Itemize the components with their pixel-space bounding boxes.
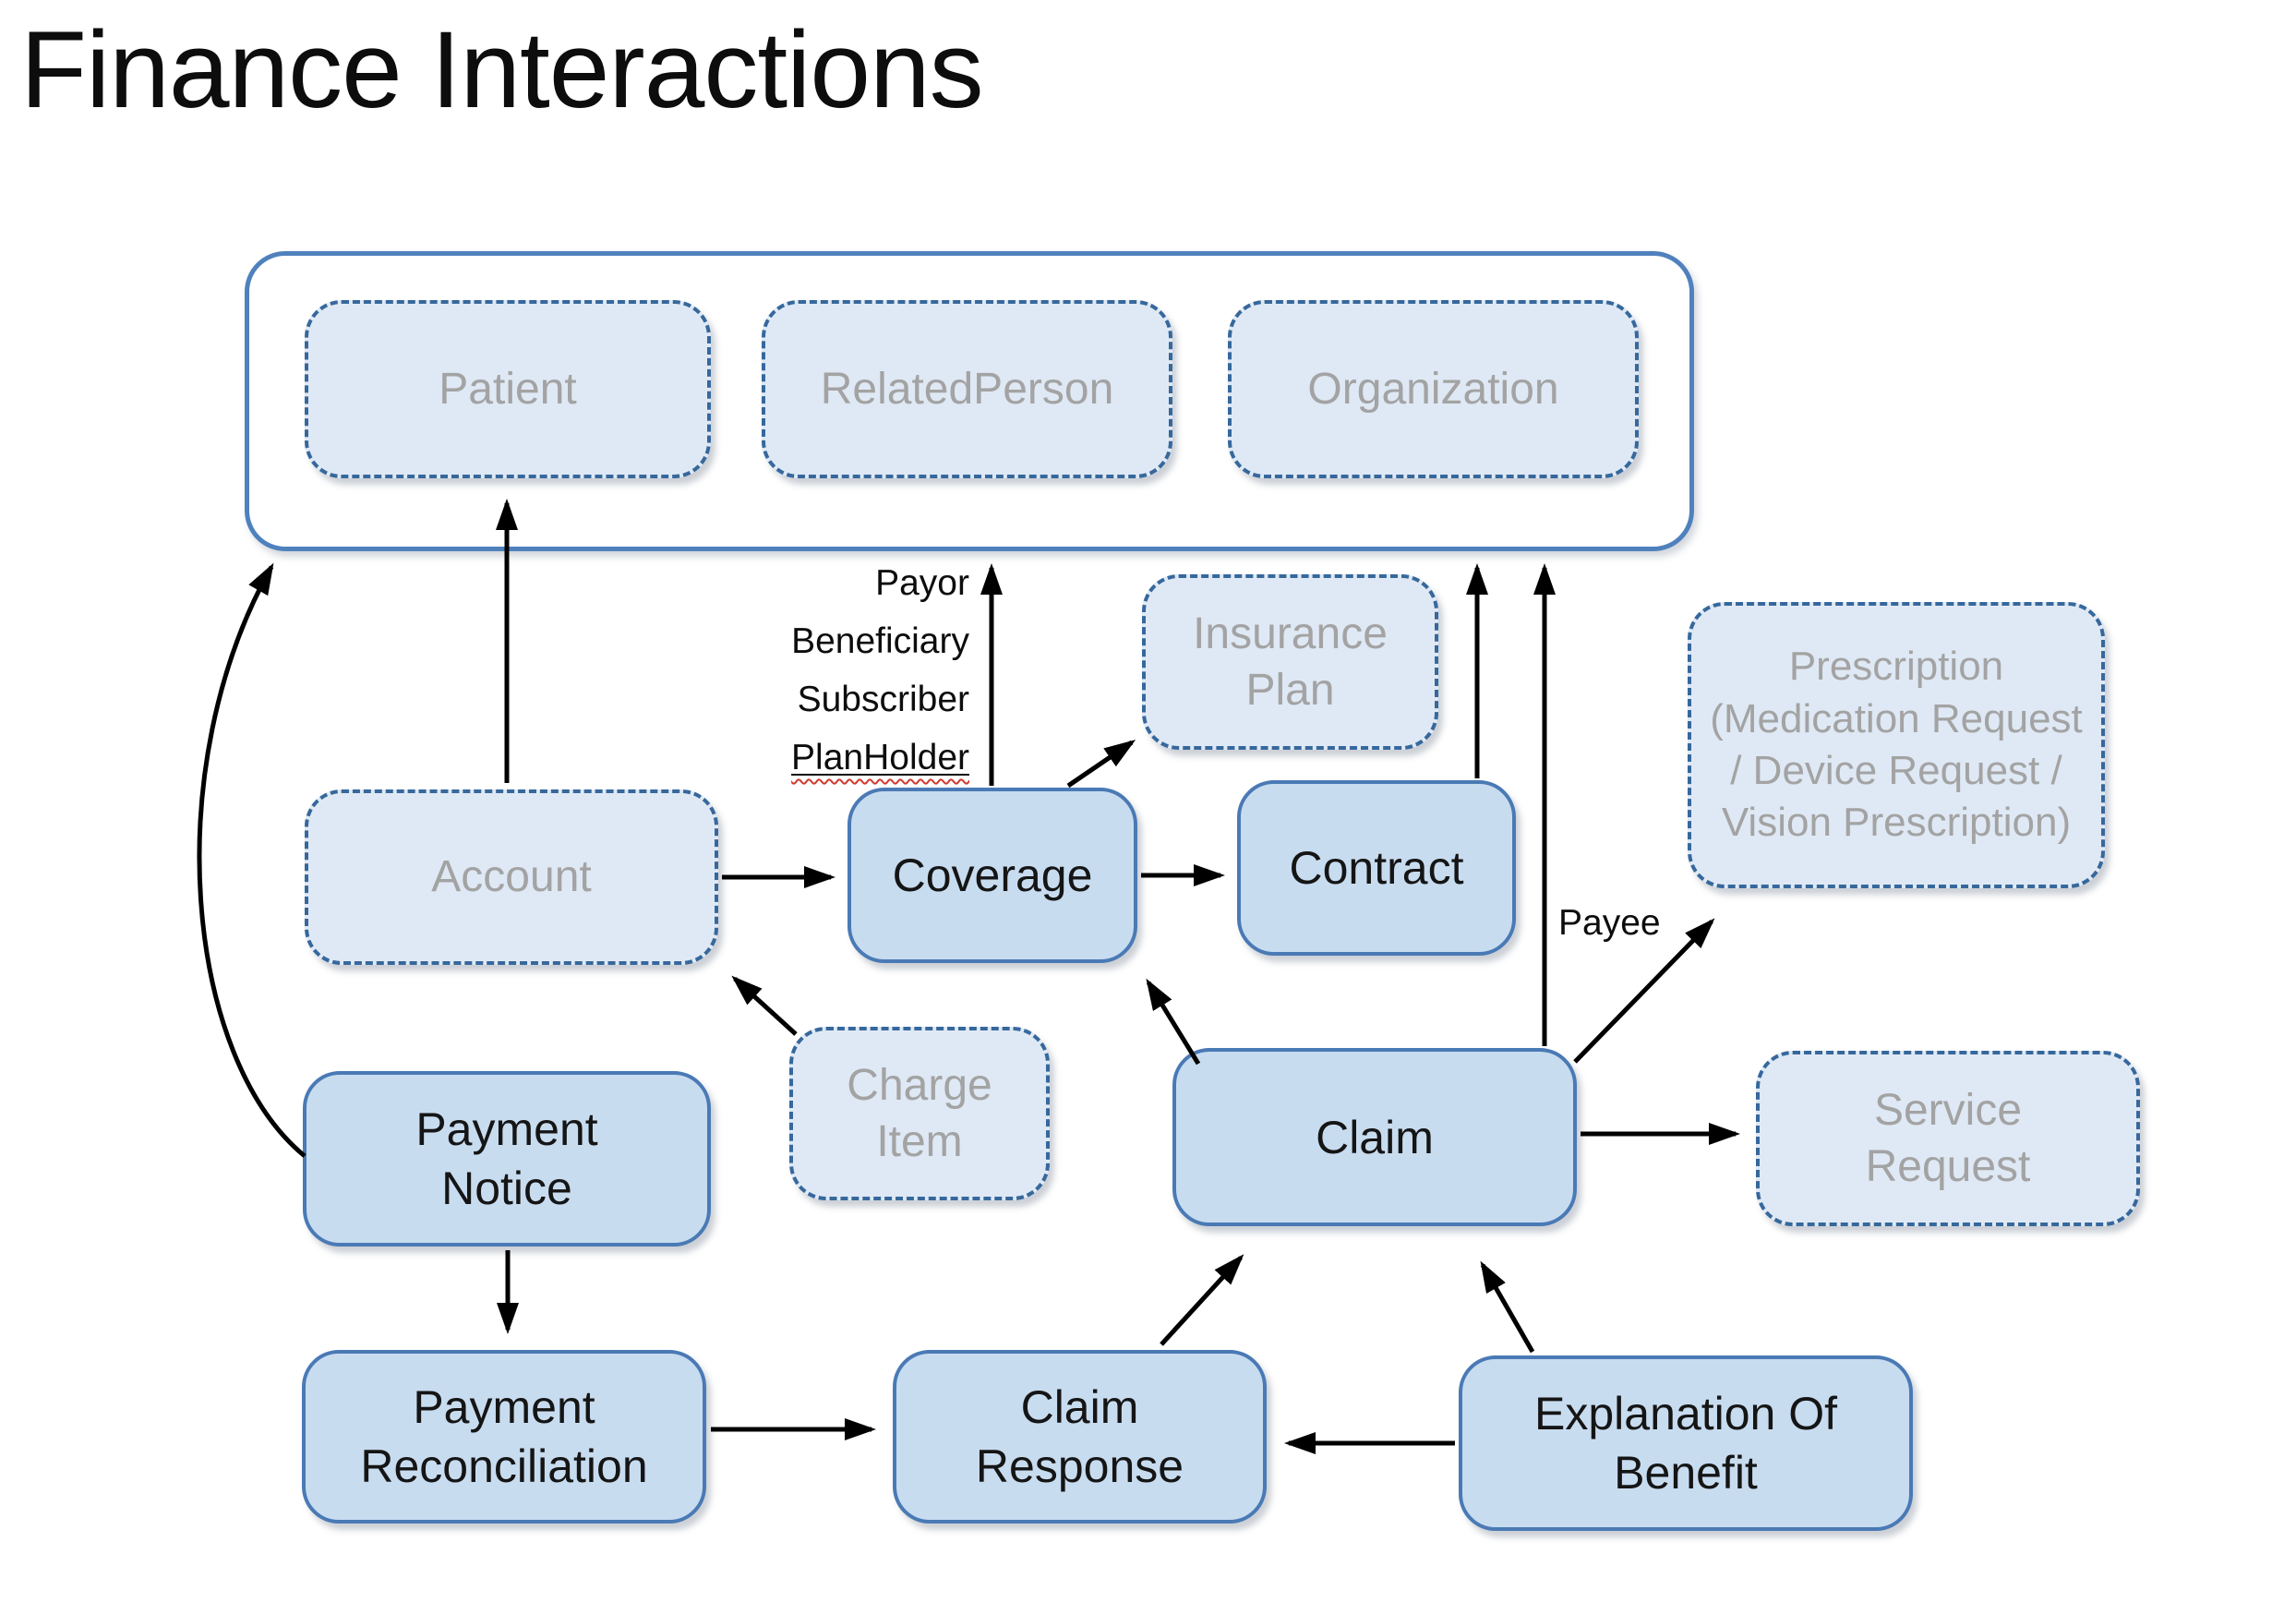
node-insurance-plan-label: Insurance Plan <box>1193 608 1388 715</box>
arrow-charge-item-to-account <box>731 975 798 1036</box>
node-charge-item-label: Charge Item <box>847 1060 992 1166</box>
node-prescription-label: Prescription (Medication Request / Devic… <box>1710 644 2083 846</box>
node-claim-label: Claim <box>1316 1111 1434 1163</box>
arrow-claim-to-coverage <box>1146 978 1201 1066</box>
arrow-payment-notice-to-party-group-curve <box>197 562 307 1158</box>
node-payment-reconciliation: Payment Reconciliation <box>302 1350 706 1524</box>
node-insurance-plan: Insurance Plan <box>1142 574 1438 750</box>
node-claim-response-label: Claim Response <box>975 1381 1184 1492</box>
coverage-reference-roles: Payor Beneficiary Subscriber PlanHolder <box>702 554 969 787</box>
arrow-explanation-of-benefit-to-claim <box>1480 1260 1535 1354</box>
role-planholder-text: PlanHolder <box>791 738 969 777</box>
node-related-person: RelatedPerson <box>762 300 1172 478</box>
node-payment-notice-label: Payment Notice <box>415 1103 598 1214</box>
role-beneficiary: Beneficiary <box>791 621 969 661</box>
node-contract-label: Contract <box>1289 842 1464 894</box>
node-prescription: Prescription (Medication Request / Devic… <box>1688 602 2105 888</box>
node-organization: Organization <box>1228 300 1639 478</box>
arrow-coverage-to-insurance-plan <box>1066 740 1136 789</box>
node-coverage: Coverage <box>847 788 1137 963</box>
role-payor: Payor <box>875 563 969 603</box>
node-explanation-of-benefit-label: Explanation Of Benefit <box>1534 1388 1837 1499</box>
arrow-claim-response-to-claim <box>1160 1254 1244 1346</box>
node-coverage-label: Coverage <box>892 849 1093 901</box>
node-service-request-label: Service Request <box>1865 1085 2031 1191</box>
node-organization-label: Organization <box>1307 364 1559 414</box>
node-account-label: Account <box>431 852 592 902</box>
node-patient: Patient <box>305 300 711 478</box>
node-patient-label: Patient <box>439 364 577 414</box>
node-account: Account <box>305 789 718 965</box>
node-payment-reconciliation-label: Payment Reconciliation <box>360 1381 648 1492</box>
payee-edge-label: Payee <box>1558 903 1661 943</box>
node-charge-item: Charge Item <box>789 1027 1050 1200</box>
role-planholder: PlanHolder <box>702 729 969 787</box>
node-payment-notice: Payment Notice <box>303 1071 711 1247</box>
node-claim-response: Claim Response <box>893 1350 1267 1524</box>
node-service-request: Service Request <box>1756 1051 2140 1226</box>
node-explanation-of-benefit: Explanation Of Benefit <box>1459 1355 1913 1531</box>
page-title: Finance Interactions <box>20 9 984 131</box>
node-claim: Claim <box>1172 1048 1577 1226</box>
node-related-person-label: RelatedPerson <box>820 364 1114 414</box>
role-subscriber: Subscriber <box>797 680 969 719</box>
node-contract: Contract <box>1237 780 1516 956</box>
